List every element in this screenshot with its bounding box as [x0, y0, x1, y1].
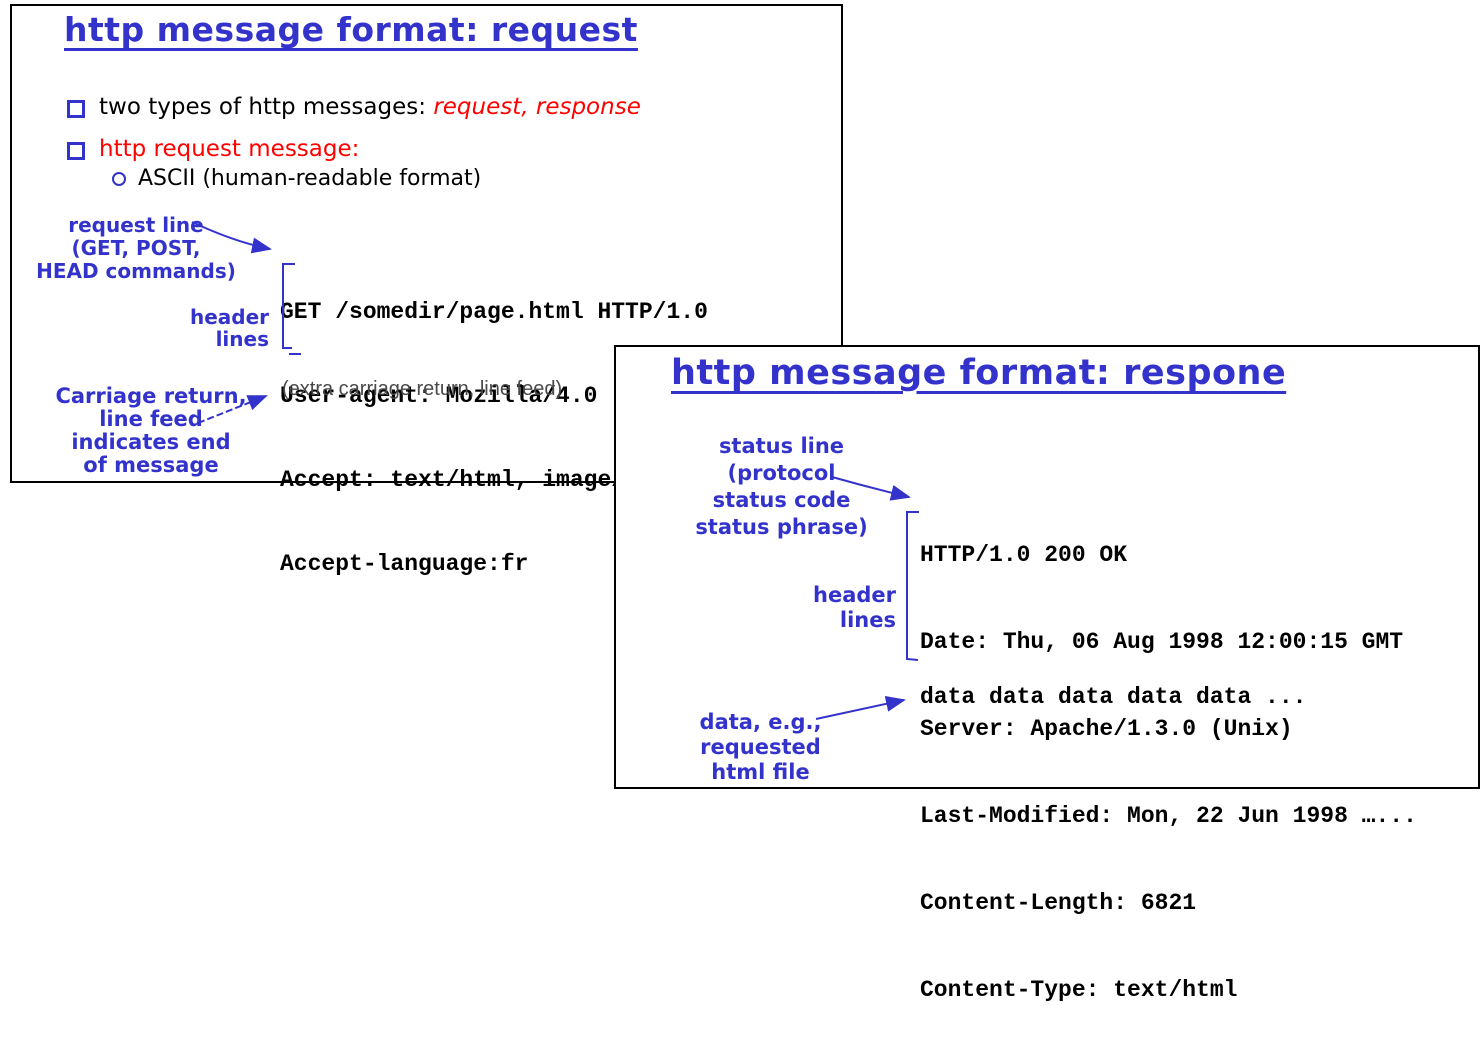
header-lines-label-line2: lines — [839, 608, 896, 632]
status-line-label-line3: status code — [712, 488, 851, 512]
status-line-label: status line (protocol status code status… — [684, 433, 879, 541]
header-lines-label-line2: lines — [215, 327, 269, 351]
square-bullet-icon — [67, 142, 85, 160]
response-code-line: Content-Length: 6821 — [920, 890, 1197, 916]
response-header-lines-label: header lines — [794, 583, 896, 633]
bullet-two-types: two types of http messages: request, res… — [67, 94, 641, 120]
bullet-two-types-text: two types of http messages: request, res… — [99, 94, 641, 120]
bullet-http-request-text: http request message: — [99, 136, 360, 162]
bullet-http-request: http request message: — [67, 136, 359, 162]
response-code-line: Content-Type: text/html — [920, 977, 1238, 1003]
data-label-line1: data, e.g., — [699, 710, 822, 734]
slides-canvas: http message format: request two types o… — [10, 4, 1480, 1003]
slide-request-title: http message format: request — [64, 10, 638, 49]
status-line-label-line1: status line — [718, 434, 845, 458]
request-line-label-line2: (GET, POST, — [71, 236, 201, 260]
slide-response-title: http message format: respone — [671, 353, 1287, 393]
response-code-line: Last-Modified: Mon, 22 Jun 1998 …... — [920, 803, 1417, 829]
data-label-line2: requested — [700, 735, 821, 759]
bullet-two-types-black: two types of http messages: — [99, 94, 434, 120]
request-header-lines-label: header lines — [157, 306, 269, 350]
bullet-two-types-red: request, response — [433, 94, 641, 120]
request-line-label-line3: HEAD commands) — [36, 259, 236, 283]
crlf-end-label-line1: Carriage return, — [55, 384, 247, 408]
response-code-line: HTTP/1.0 200 OK — [920, 542, 1128, 568]
slide-response: http message format: respone status line… — [614, 345, 1480, 1003]
slide-request: http message format: request two types o… — [10, 4, 843, 577]
request-line-label: request line (GET, POST, HEAD commands) — [30, 214, 242, 283]
header-lines-label-line1: header — [189, 305, 269, 329]
data-label-line3: html file — [711, 760, 810, 784]
request-code-line: Accept-language:fr — [280, 551, 529, 577]
crlf-end-label-line4: of message — [83, 453, 219, 477]
status-line-label-line2: (protocol — [727, 461, 836, 485]
request-code-line: GET /somedir/page.html HTTP/1.0 — [280, 299, 708, 325]
header-lines-label-line1: header — [813, 583, 896, 607]
data-html-file-label: data, e.g., requested html file — [678, 710, 843, 785]
circle-bullet-icon — [112, 172, 126, 186]
crlf-end-label: Carriage return, line feed indicates end… — [42, 385, 260, 477]
response-data-line: data data data data data ... — [920, 684, 1307, 710]
sub-bullet-ascii: ASCII (human-readable format) — [112, 166, 481, 191]
status-line-label-line4: status phrase) — [695, 515, 868, 539]
response-code-line: Server: Apache/1.3.0 (Unix) — [920, 716, 1293, 742]
response-code-block: HTTP/1.0 200 OK Date: Thu, 06 Aug 1998 1… — [920, 483, 1417, 1063]
crlf-end-label-line3: indicates end — [71, 430, 231, 454]
response-header-lines-bracket — [906, 511, 919, 661]
square-bullet-icon — [67, 100, 85, 118]
response-code-line: Date: Thu, 06 Aug 1998 12:00:15 GMT — [920, 629, 1404, 655]
sub-bullet-ascii-text: ASCII (human-readable format) — [138, 166, 482, 191]
request-line-label-line1: request line — [68, 213, 204, 237]
request-code-line: User-agent: Mozilla/4.0 — [280, 383, 598, 409]
extra-crlf-note: (extra carriage return, line feed) — [282, 378, 563, 400]
crlf-end-label-line2: line feed — [99, 407, 203, 431]
